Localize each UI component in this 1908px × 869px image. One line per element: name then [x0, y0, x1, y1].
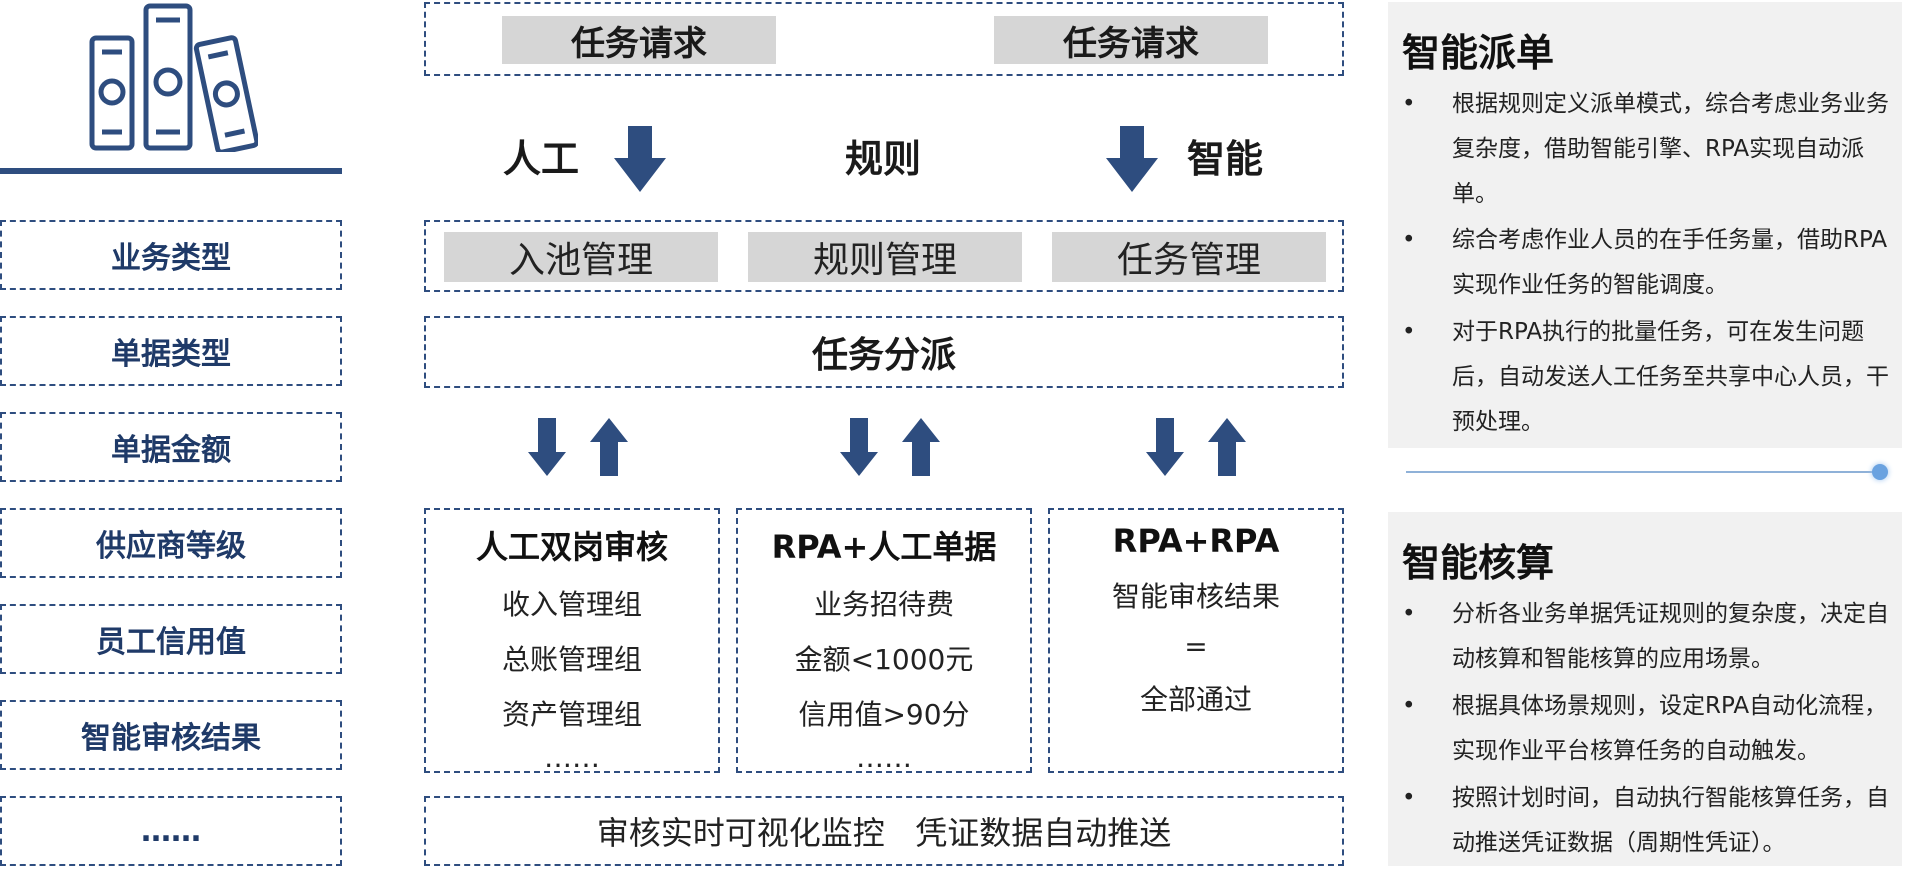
- column-manual-review: 人工双岗审核 收入管理组 总账管理组 资产管理组 ……: [424, 508, 720, 774]
- bullet-item: • 根据具体场景规则，设定RPA自动化流程，实现作业平台核算任务的自动触发。: [1402, 684, 1892, 774]
- monitoring-box: 审核实时可视化监控 凭证数据自动推送: [424, 796, 1344, 866]
- column-line: 全部通过: [1139, 683, 1252, 716]
- column-line: 资产管理组: [501, 698, 642, 731]
- left-item-employee-credit: 员工信用值: [0, 604, 342, 674]
- left-item-label: 单据金额: [111, 433, 231, 468]
- bullet-item: • 对于RPA执行的批量任务，可在发生问题后，自动发送人工任务至共享中心人员，干预…: [1402, 310, 1892, 445]
- column-title: RPA+人工单据: [771, 528, 997, 566]
- arrow-down-icon: [840, 418, 878, 476]
- bullet-dot: •: [1402, 785, 1416, 811]
- bullet-item: • 根据规则定义派单模式，综合考虑业务业务复杂度，借助智能引擎、RPA实现自动派单…: [1402, 82, 1892, 217]
- arrow-down-icon: [1104, 126, 1160, 198]
- bullet-item: • 按照计划时间，自动执行智能核算任务，自动推送凭证数据（周期性凭证）。: [1402, 776, 1892, 866]
- left-item-label: 单据类型: [111, 337, 231, 372]
- bullet-text: 分析各业务单据凭证规则的复杂度，决定自动核算和智能核算的应用场景。: [1452, 601, 1889, 672]
- arrow-down-icon: [1146, 418, 1184, 476]
- separator-dot-icon: [1872, 464, 1888, 480]
- bullet-dot: •: [1402, 227, 1416, 253]
- arrow-up-icon: [590, 418, 628, 476]
- books-icon: [88, 2, 260, 155]
- panel-title: 智能派单: [1402, 31, 1555, 75]
- bullet-dot: •: [1402, 601, 1416, 627]
- left-item-document-type: 单据类型: [0, 316, 342, 386]
- arrow-up-icon: [902, 418, 940, 476]
- column-line: 信用值>90分: [798, 698, 970, 731]
- panel-smart-accounting: 智能核算 •分析各业务单据凭证规则的复杂度，决定自动核算和智能核算的应用场景。 …: [1388, 512, 1902, 866]
- pool-management-label: 入池管理: [444, 232, 718, 282]
- arrow-down-icon: [612, 126, 668, 198]
- panel-separator: [1406, 471, 1878, 473]
- panel-title: 智能核算: [1402, 541, 1555, 585]
- bullet-text: 根据具体场景规则，设定RPA自动化流程，实现作业平台核算任务的自动触发。: [1452, 693, 1888, 764]
- rule-management-label: 规则管理: [748, 232, 1022, 282]
- arrow-up-icon: [1208, 418, 1246, 476]
- column-title: RPA+RPA: [1112, 522, 1280, 560]
- panel-smart-dispatch: 智能派单 • 根据规则定义派单模式，综合考虑业务业务复杂度，借助智能引擎、RPA实…: [1388, 2, 1902, 448]
- column-line: 业务招待费: [813, 588, 954, 621]
- left-item-supplier-level: 供应商等级: [0, 508, 342, 578]
- column-line: ……: [856, 741, 912, 774]
- left-item-label: 员工信用值: [96, 625, 246, 660]
- bullet-dot: •: [1402, 319, 1416, 345]
- column-line: 收入管理组: [501, 588, 642, 621]
- monitoring-label: 审核实时可视化监控 凭证数据自动推送: [596, 814, 1172, 852]
- bullet-text: 根据规则定义派单模式，综合考虑业务业务复杂度，借助智能引擎、RPA实现自动派单。: [1452, 91, 1889, 207]
- task-request-box: 任务请求 任务请求: [424, 2, 1344, 76]
- column-line: 智能审核结果: [1111, 580, 1280, 613]
- bullet-dot: •: [1402, 91, 1416, 117]
- left-item-label: 供应商等级: [96, 529, 246, 564]
- left-item-label: ……: [141, 813, 201, 849]
- column-line: 总账管理组: [501, 643, 642, 676]
- bullet-text: 对于RPA执行的批量任务，可在发生问题后，自动发送人工任务至共享中心人员，干预处…: [1452, 319, 1889, 435]
- management-box: 入池管理 规则管理 任务管理: [424, 220, 1344, 292]
- task-request-right: 任务请求: [994, 16, 1268, 64]
- bullet-text: 按照计划时间，自动执行智能核算任务，自动推送凭证数据（周期性凭证）。: [1452, 785, 1889, 856]
- bullet-item: • 分析各业务单据凭证规则的复杂度，决定自动核算和智能核算的应用场景。: [1402, 592, 1892, 682]
- bullet-text: 综合考虑作业人员的在手任务量，借助RPA实现作业任务的智能调度。: [1452, 227, 1888, 298]
- bullet-dot: •: [1402, 693, 1416, 719]
- column-line: ……: [544, 741, 600, 774]
- left-item-business-type: 业务类型: [0, 220, 342, 290]
- arrow-pair-right: [1146, 418, 1246, 482]
- left-divider: [0, 168, 342, 174]
- left-item-label: 业务类型: [111, 241, 231, 276]
- column-rpa-rpa: RPA+RPA 智能审核结果 = 全部通过: [1048, 508, 1344, 773]
- left-item-label: 智能审核结果: [81, 721, 261, 756]
- column-line: 金额<1000元: [794, 643, 974, 676]
- left-item-smart-review: 智能审核结果: [0, 700, 342, 770]
- arrow-pair-middle: [840, 418, 940, 482]
- mode-rule-label: 规则: [844, 137, 921, 181]
- column-title: 人工双岗审核: [475, 528, 668, 566]
- task-dispatch-label: 任务分派: [811, 335, 956, 376]
- left-item-more: ……: [0, 796, 342, 866]
- mode-manual-label: 人工: [502, 137, 579, 181]
- mode-smart-label: 智能: [1186, 137, 1263, 181]
- arrow-down-icon: [528, 418, 566, 476]
- task-dispatch-box: 任务分派: [424, 316, 1344, 388]
- left-item-document-amount: 单据金额: [0, 412, 342, 482]
- bullet-item: • 综合考虑作业人员的在手任务量，借助RPA实现作业任务的智能调度。: [1402, 218, 1892, 308]
- task-management-label: 任务管理: [1052, 232, 1326, 282]
- arrow-pair-left: [528, 418, 628, 482]
- column-line: =: [1184, 630, 1208, 663]
- column-rpa-manual: RPA+人工单据 业务招待费 金额<1000元 信用值>90分 ……: [736, 508, 1032, 774]
- task-request-left: 任务请求: [502, 16, 776, 64]
